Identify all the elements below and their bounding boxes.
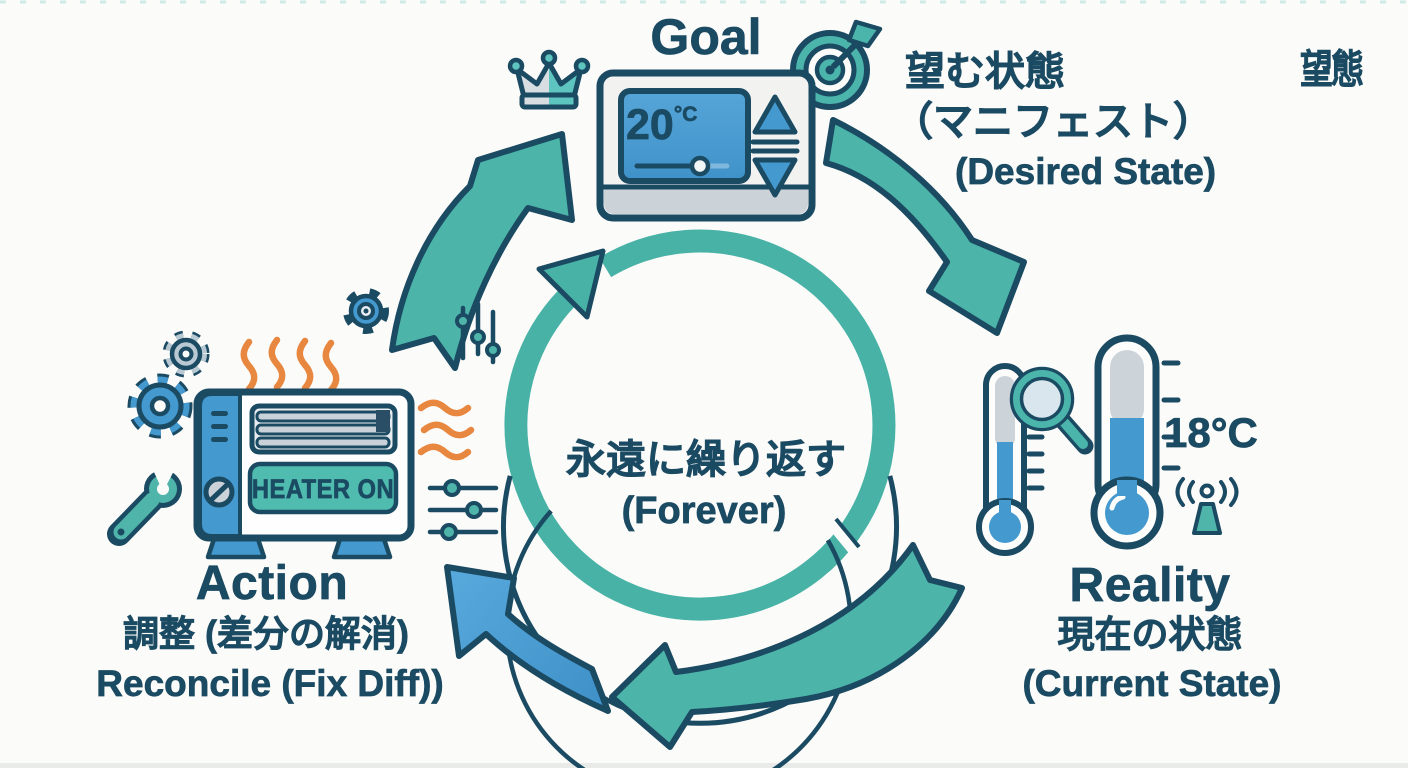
temp-up-button[interactable] bbox=[752, 94, 798, 135]
gear-small-icon bbox=[162, 330, 210, 378]
action-title: Action bbox=[195, 557, 349, 610]
thermostat-value: 20 bbox=[626, 101, 675, 149]
desired-state-label-en: (Desired State) bbox=[955, 151, 1217, 192]
thermometer-large-icon bbox=[1090, 334, 1164, 550]
heater-status-badge bbox=[247, 461, 399, 515]
reality-label-jp: 現在の状態 bbox=[1057, 614, 1243, 655]
ring-gap-edge bbox=[834, 517, 861, 549]
sensor-icon bbox=[1175, 477, 1239, 535]
sliders-horizontal-icon[interactable] bbox=[427, 479, 499, 541]
thermostat-unit: °C bbox=[673, 103, 698, 126]
wrench-icon bbox=[107, 461, 182, 546]
arrow-bottom-to-action bbox=[444, 564, 611, 714]
bottom-edge bbox=[0, 763, 1408, 768]
heater-icon bbox=[193, 388, 415, 560]
loop-label-en: (Forever) bbox=[621, 490, 787, 532]
knob-gear-icon bbox=[343, 288, 389, 334]
loop-label-jp: 永遠に繰り返す bbox=[566, 438, 847, 482]
goal-title: Goal bbox=[650, 9, 762, 65]
arrow-goal-to-reality bbox=[823, 117, 1027, 336]
corner-artifact-text: 望態 bbox=[1300, 48, 1365, 92]
heat-waves-top-icon bbox=[240, 336, 340, 394]
desired-state-label-jp2: （マニフェスト） bbox=[893, 100, 1214, 144]
temp-down-button[interactable] bbox=[752, 157, 798, 198]
ring-arrowhead bbox=[536, 248, 606, 320]
tick-marks-left bbox=[1026, 434, 1045, 491]
thermostat-screen bbox=[618, 88, 751, 184]
target-icon bbox=[790, 19, 883, 110]
reality-title: Reality bbox=[1069, 559, 1231, 612]
action-label-jp: 調整 (差分の解消) bbox=[123, 613, 410, 654]
current-temperature: 18°C bbox=[1164, 409, 1259, 456]
heat-waves-side-icon bbox=[417, 399, 475, 461]
tick-marks-right bbox=[1161, 360, 1181, 471]
sliders-vertical-icon[interactable] bbox=[455, 301, 501, 365]
desired-state-label-jp: 望む状態 bbox=[905, 50, 1066, 94]
action-label-en: Reconcile (Fix Diff)) bbox=[96, 663, 444, 704]
gear-large-icon bbox=[127, 373, 193, 439]
ring-band bbox=[504, 229, 896, 621]
crown-icon bbox=[507, 49, 591, 110]
reality-label-en: (Current State) bbox=[1022, 663, 1282, 704]
heater-status-label: HEATER ON bbox=[251, 474, 395, 504]
thermostat-icon bbox=[596, 69, 816, 222]
magnifier-icon bbox=[1009, 366, 1094, 455]
arrow-reality-to-bottom bbox=[609, 542, 965, 750]
ring-gap bbox=[827, 520, 860, 556]
thermostat-slider-knob[interactable] bbox=[689, 155, 711, 177]
thermostat-display: 20°C bbox=[626, 101, 698, 149]
